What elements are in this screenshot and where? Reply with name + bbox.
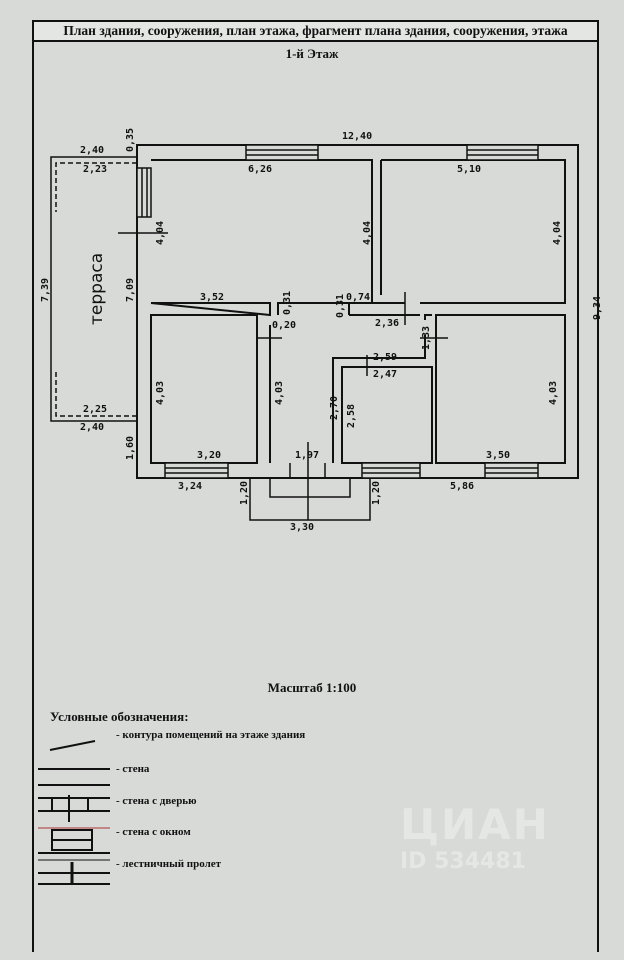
svg-text:2,40: 2,40: [80, 145, 104, 156]
terrace-contour: [55, 162, 137, 417]
svg-text:0,35: 0,35: [125, 128, 136, 152]
svg-text:1,33: 1,33: [421, 326, 432, 350]
svg-text:2,23: 2,23: [83, 164, 107, 175]
svg-text:4,03: 4,03: [548, 381, 559, 405]
watermark-id: ID 534481: [400, 849, 526, 874]
svg-text:4,04: 4,04: [552, 221, 563, 245]
svg-text:0,31: 0,31: [335, 294, 346, 318]
svg-text:0,31: 0,31: [282, 291, 293, 315]
svg-text:3,30: 3,30: [290, 522, 314, 533]
svg-text:2,70: 2,70: [329, 396, 340, 420]
svg-text:2,40: 2,40: [80, 422, 104, 433]
room-2: [348, 159, 566, 315]
svg-text:4,03: 4,03: [155, 381, 166, 405]
svg-text:2,25: 2,25: [83, 404, 107, 415]
svg-text:1,20: 1,20: [239, 481, 250, 505]
doors: [118, 232, 448, 520]
svg-text:4,04: 4,04: [362, 221, 373, 245]
svg-text:4,03: 4,03: [274, 381, 285, 405]
svg-text:2,36: 2,36: [375, 318, 399, 329]
svg-text:7,09: 7,09: [125, 278, 136, 302]
room-5: [435, 314, 566, 464]
legend-item-wall-door: - стена с дверью: [116, 795, 197, 807]
svg-text:6,26: 6,26: [248, 164, 272, 175]
svg-text:4,04: 4,04: [155, 221, 166, 245]
svg-text:5,10: 5,10: [457, 164, 481, 175]
document-title: План здания, сооружения, план этажа, фра…: [32, 20, 599, 42]
room-1: [150, 159, 373, 317]
svg-text:12,40: 12,40: [342, 131, 372, 142]
building-outer-wall: [136, 144, 579, 479]
wall-window-icon: [38, 827, 110, 854]
windows: [136, 144, 539, 479]
svg-text:1,97: 1,97: [295, 450, 319, 461]
terrace-label: терраса: [87, 253, 107, 325]
svg-text:9,34: 9,34: [592, 296, 603, 320]
scale-label: Масштаб 1:100: [267, 680, 357, 695]
svg-text:0,20: 0,20: [272, 320, 296, 331]
floor-label: 1-й Этаж: [285, 46, 339, 61]
watermark: ЦИАН ID 534481: [400, 800, 550, 874]
svg-text:0,74: 0,74: [346, 292, 370, 303]
svg-text:3,20: 3,20: [197, 450, 221, 461]
dimension-labels: 12,40 9,34 2,40 2,23 2,25 2,40 7,39 7,09…: [40, 128, 603, 533]
svg-text:1,20: 1,20: [371, 481, 382, 505]
porch: [249, 478, 371, 521]
room-3: [150, 314, 258, 464]
svg-text:1,60: 1,60: [125, 436, 136, 460]
svg-text:3,50: 3,50: [486, 450, 510, 461]
svg-text:2,59: 2,59: [373, 352, 397, 363]
legend-item-room-contour: - контура помещений на этаже здания: [116, 729, 306, 741]
svg-text:5,86: 5,86: [450, 481, 474, 492]
legend-item-stair-flight: - лестничный пролет: [116, 858, 222, 870]
svg-text:7,39: 7,39: [40, 278, 51, 302]
room-contour-icon: [49, 740, 96, 751]
svg-text:2,58: 2,58: [346, 404, 357, 428]
corridor: [269, 314, 432, 463]
wall-door-icon: [38, 784, 110, 822]
legend-item-wall-window: - стена с окном: [116, 826, 191, 838]
svg-text:3,52: 3,52: [200, 292, 224, 303]
watermark-brand: ЦИАН: [400, 800, 550, 849]
svg-text:2,47: 2,47: [373, 369, 397, 380]
svg-text:3,24: 3,24: [178, 481, 202, 492]
legend-item-wall: - стена: [116, 763, 150, 775]
legend-symbols: [38, 740, 110, 885]
stair-flight-icon: [38, 859, 110, 885]
legend-title: Условные обозначения:: [50, 709, 189, 724]
